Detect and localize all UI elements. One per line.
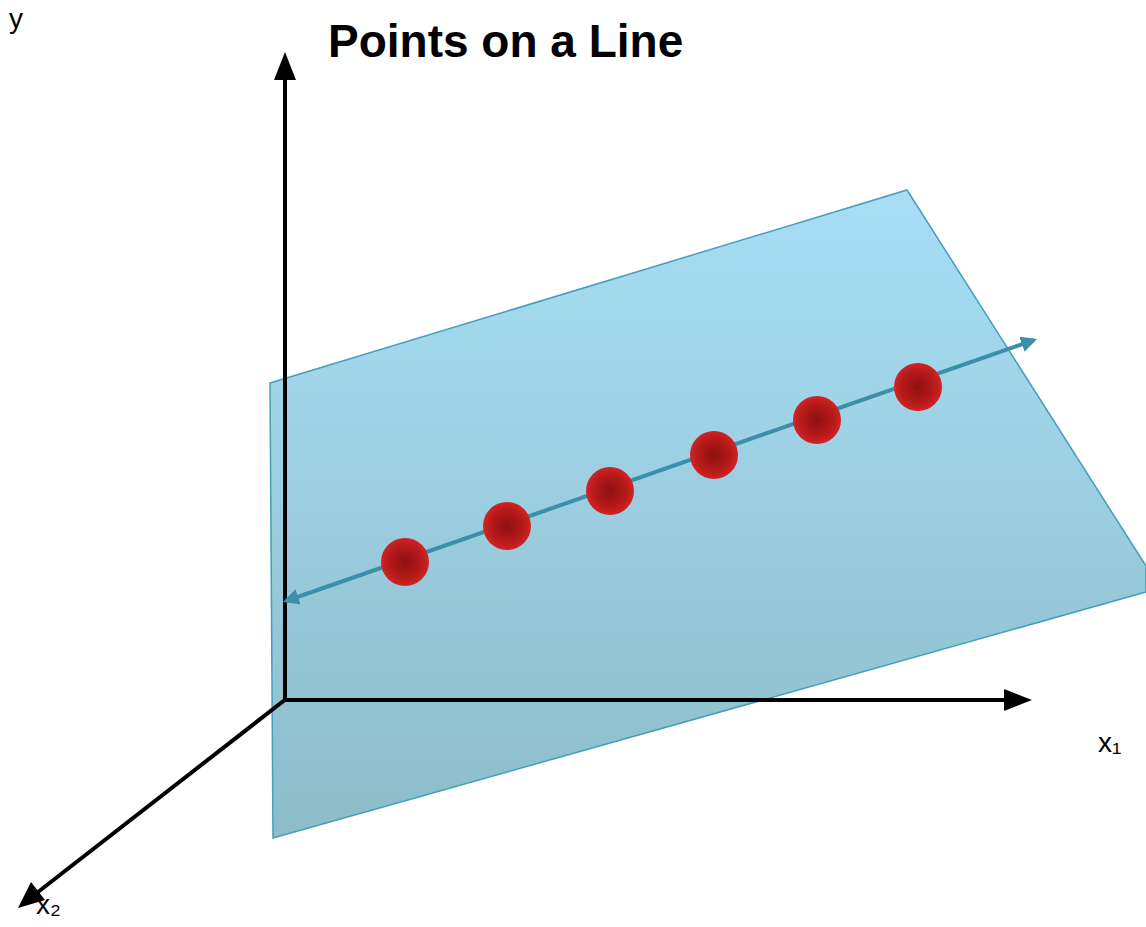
- axis-label: x₂: [36, 890, 61, 921]
- axis-arrowhead: [274, 52, 296, 80]
- y-axis: [283, 78, 287, 700]
- x1-axis: [283, 698, 1006, 702]
- data-point: [381, 538, 429, 586]
- x2-axis: [38, 699, 286, 892]
- data-point: [894, 363, 942, 411]
- fitted-line: [286, 340, 1034, 601]
- plane: [270, 190, 1146, 838]
- diagram-title: Points on a Line: [328, 16, 683, 67]
- data-point: [793, 396, 841, 444]
- data-point: [483, 502, 531, 550]
- data-point: [690, 431, 738, 479]
- axis-arrowhead: [1004, 689, 1032, 711]
- data-point: [586, 467, 634, 515]
- axis-label: y: [9, 4, 23, 35]
- axis-label: x₁: [1098, 728, 1121, 759]
- data-points: [381, 363, 942, 586]
